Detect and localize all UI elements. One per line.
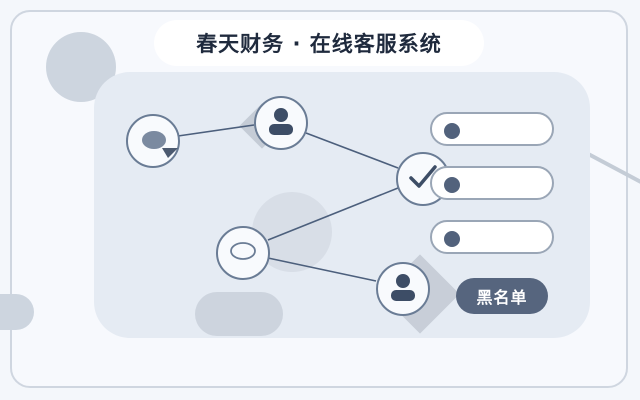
page-title: 春天财务 · 在线客服系统 [196, 32, 442, 56]
decor-pill [0, 294, 34, 330]
link-user-to-check [305, 132, 399, 169]
list-item[interactable] [430, 112, 554, 146]
list-item[interactable] [430, 166, 554, 200]
user-icon [388, 272, 418, 306]
bullet-icon [444, 231, 460, 247]
list-item[interactable] [430, 220, 554, 254]
bullet-icon [444, 123, 460, 139]
check-icon [408, 164, 438, 194]
user-node-2[interactable] [376, 262, 430, 316]
link-chat-to-check [267, 187, 399, 241]
chat-node[interactable] [126, 114, 180, 168]
link-chat-to-user-2 [267, 257, 377, 282]
user-icon [266, 106, 296, 140]
chat-bubble-outline-icon [228, 240, 258, 266]
chat-outline-node[interactable] [216, 226, 270, 280]
blacklist-button[interactable]: 黑名单 [456, 278, 548, 314]
decor-pill [195, 292, 283, 336]
user-node[interactable] [254, 96, 308, 150]
bullet-icon [444, 177, 460, 193]
link-chat-to-user [177, 124, 255, 137]
title-banner: 春天财务 · 在线客服系统 [154, 20, 484, 66]
chat-bubble-icon [122, 114, 184, 168]
